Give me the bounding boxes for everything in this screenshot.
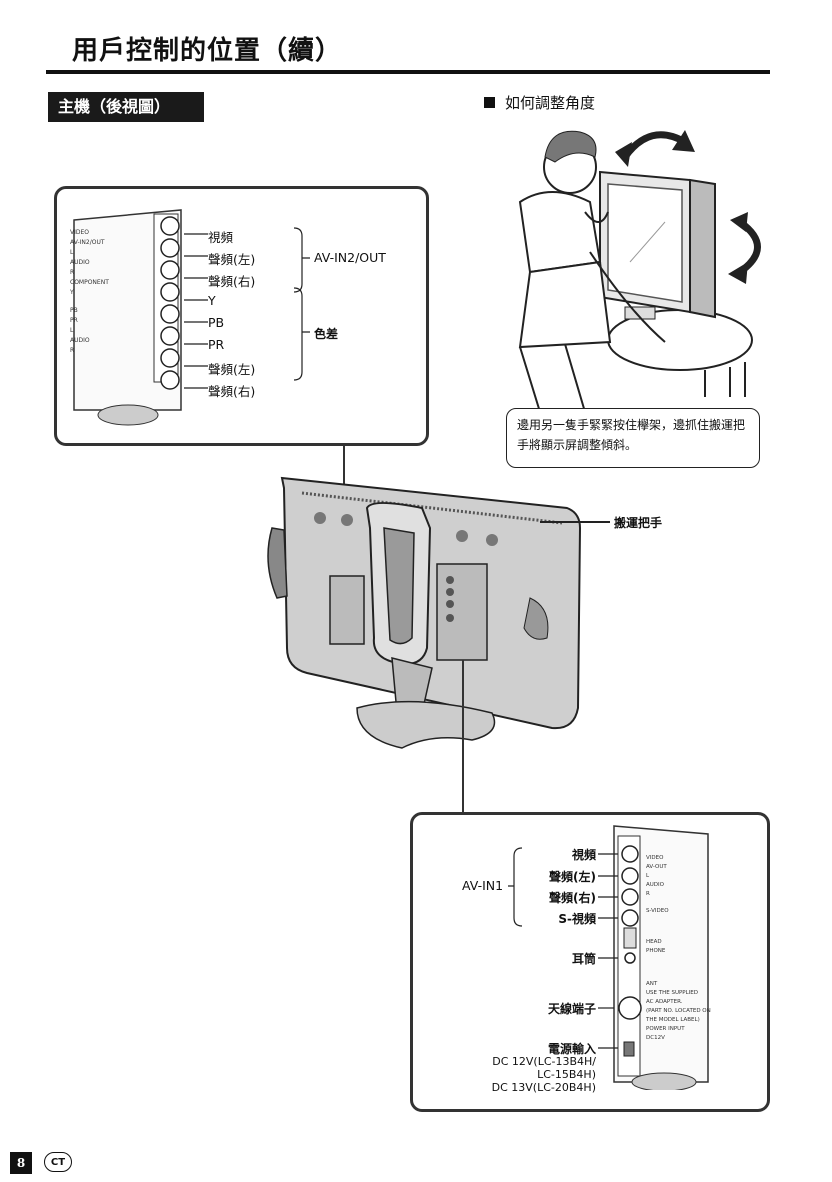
bottom-label-antenna: 天線端子 [547, 1002, 596, 1016]
power-spec-line-1: DC 12V(LC-13B4H/ [492, 1055, 596, 1068]
top-label-audio-l: 聲頻(左) [208, 252, 256, 267]
top-label-y: Y [208, 293, 216, 308]
caption-box: 邊用另一隻手緊緊按住欅架，邊抓住搬運把手將顯示屏調整傾斜。 [506, 408, 760, 468]
power-spec-line-3: DC 13V(LC-20B4H) [491, 1081, 596, 1094]
title-rule [46, 70, 770, 74]
bottom-panel-drawing [613, 825, 709, 1090]
page-number: 8 [10, 1152, 32, 1174]
group-av-in1: AV-IN1 [462, 878, 504, 893]
monitor-rear-illustration [267, 476, 582, 749]
top-label-audio-r: 聲頻(右) [208, 274, 256, 289]
page-title: 用戶控制的位置（續） [72, 36, 343, 66]
bottom-label-audio-l: 聲頻(左) [549, 870, 596, 884]
top-panel-leader-lines [184, 233, 208, 389]
carry-handle-label: 搬運把手 [614, 516, 663, 530]
top-panel-brackets [293, 227, 310, 381]
top-label-pb: PB [208, 315, 225, 330]
top-label-audio-l-2: 聲頻(左) [208, 362, 256, 377]
bottom-label-headphone: 耳筒 [571, 952, 596, 966]
handle-leader-line [540, 521, 610, 523]
section-heading: 主機（後視圖） [48, 92, 204, 122]
bottom-label-s-video: S-視頻 [558, 912, 596, 926]
group-color-diff: 色差 [314, 327, 339, 341]
top-panel-drawing [73, 209, 182, 426]
language-mark: CT [44, 1152, 72, 1172]
adjust-angle-illustration [518, 130, 761, 412]
top-label-pr: PR [208, 337, 225, 352]
top-label-video: 視頻 [208, 230, 234, 245]
power-spec-line-2: LC-15B4H) [537, 1068, 596, 1081]
group-av-in2: AV-IN2/OUT [314, 250, 386, 265]
bottom-connector-panel [410, 812, 770, 1112]
bottom-label-audio-r: 聲頻(右) [549, 891, 596, 905]
howto-text: 如何調整角度 [505, 94, 596, 112]
bottom-panel-leader-lines [598, 853, 618, 1049]
bottom-label-video: 視頻 [571, 848, 596, 862]
top-label-audio-r-2: 聲頻(右) [208, 384, 256, 399]
bottom-panel-bracket [508, 847, 523, 927]
howto-heading: 如何調整角度 [484, 92, 595, 113]
bottom-connector-leader [462, 660, 464, 812]
square-bullet-icon [484, 97, 495, 108]
bottom-label-power: 電源輸入 [547, 1042, 596, 1056]
